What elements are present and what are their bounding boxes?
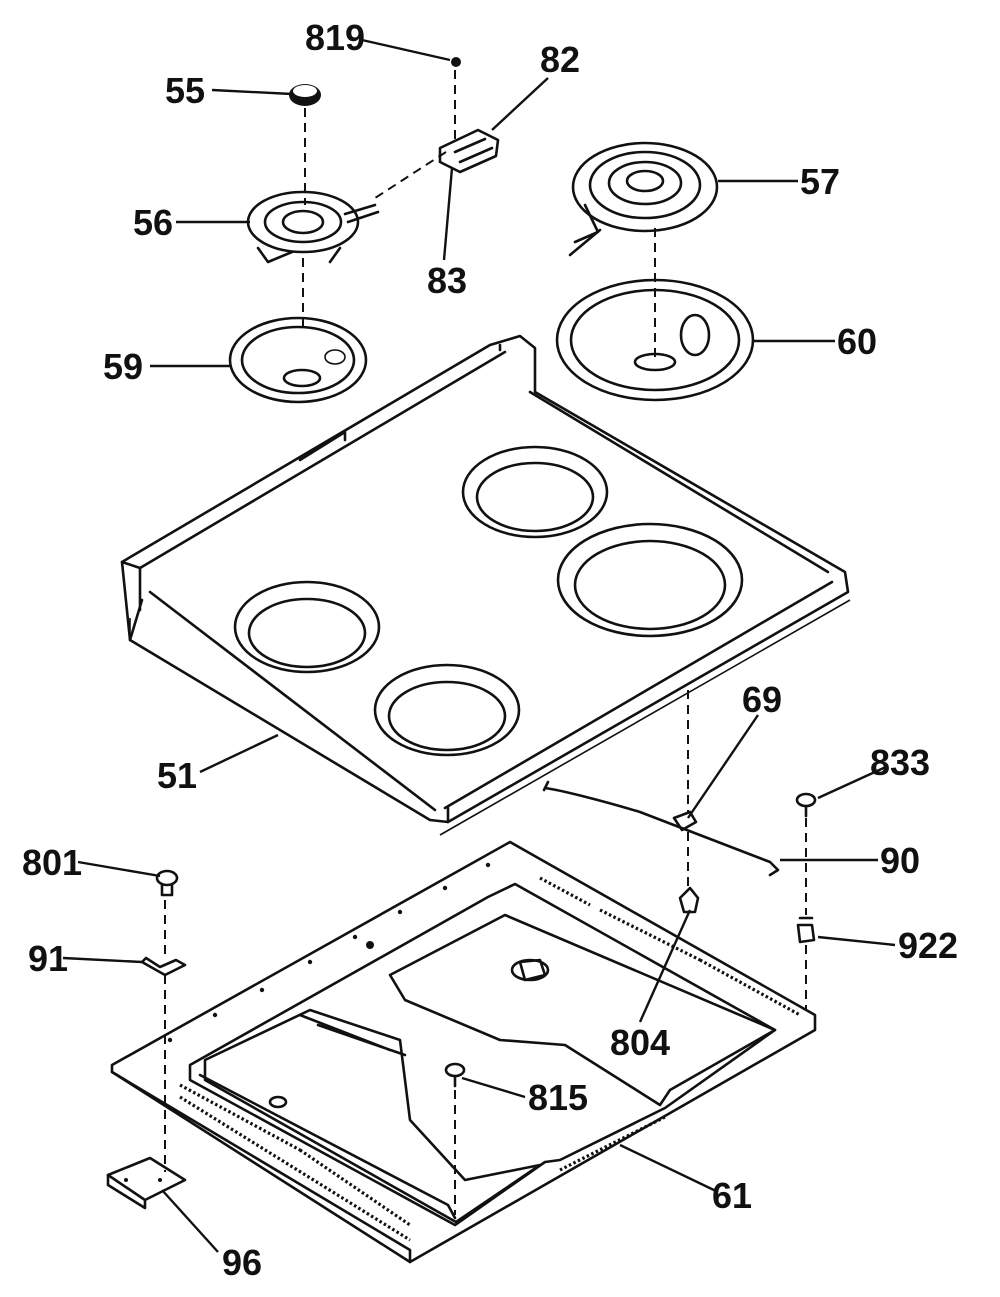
callout-69: 69 [742, 679, 782, 720]
assembly-lines [164, 70, 807, 1215]
bottom-pan [110, 840, 817, 1264]
small-surface-unit [246, 190, 380, 264]
callout-815: 815 [528, 1077, 588, 1118]
callouts: 819 82 55 56 83 57 59 60 51 69 833 801 9… [22, 17, 958, 1283]
callout-96: 96 [222, 1242, 262, 1283]
callout-60: 60 [837, 321, 877, 362]
small-drip-pan [228, 316, 368, 404]
screw-801 [155, 869, 179, 897]
bumper-922 [796, 916, 816, 944]
large-surface-unit [568, 141, 719, 257]
knob-cap [289, 84, 321, 106]
screw-815 [444, 1062, 466, 1088]
callout-51: 51 [157, 755, 197, 796]
callout-59: 59 [103, 346, 143, 387]
callout-56: 56 [133, 202, 173, 243]
leader-lines [62, 38, 896, 1253]
main-top [120, 334, 851, 836]
bracket-91 [140, 956, 187, 977]
callout-819: 819 [305, 17, 365, 58]
terminal-block [438, 57, 500, 174]
callout-801: 801 [22, 842, 82, 883]
support-rod [542, 780, 780, 877]
callout-55: 55 [165, 70, 205, 111]
guard-96 [106, 1156, 187, 1210]
callout-804: 804 [610, 1022, 670, 1063]
callout-57: 57 [800, 161, 840, 202]
rod-clip [672, 810, 698, 832]
callout-83: 83 [427, 260, 467, 301]
callout-61: 61 [712, 1175, 752, 1216]
bumper-804 [678, 886, 700, 914]
callout-833: 833 [870, 742, 930, 783]
callout-922: 922 [898, 925, 958, 966]
callout-90: 90 [880, 840, 920, 881]
screw-833 [795, 792, 817, 818]
callout-82: 82 [540, 39, 580, 80]
callout-91: 91 [28, 938, 68, 979]
